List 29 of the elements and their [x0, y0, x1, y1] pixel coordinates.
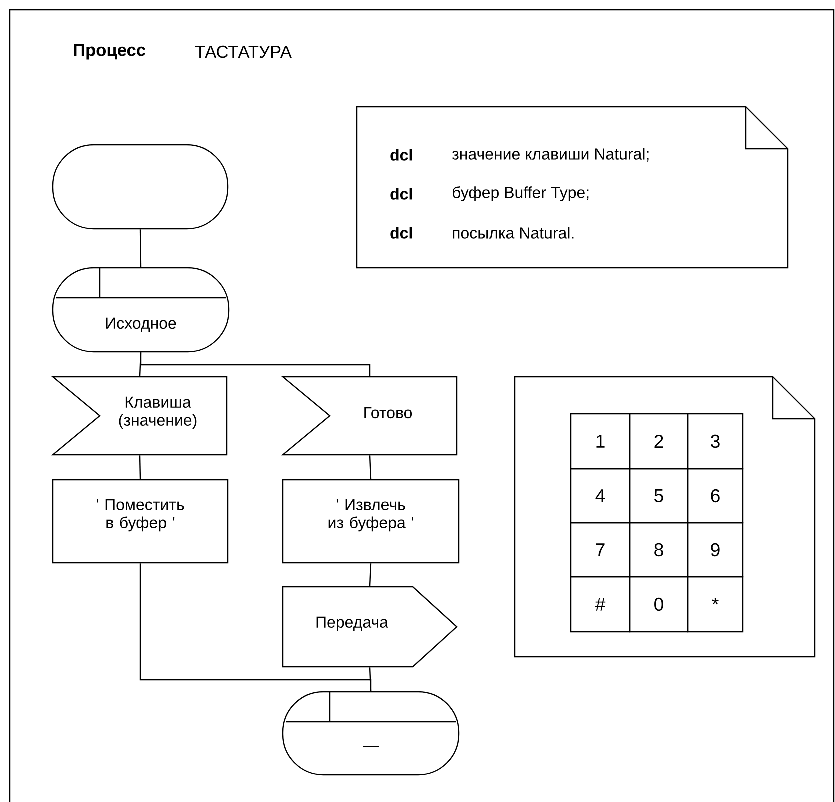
- keypad-key: *: [687, 576, 744, 633]
- keypad-key: 0: [629, 576, 689, 633]
- task-box: ' Поместить в буфер ': [52, 479, 229, 564]
- process-keyword: Процесс: [74, 44, 146, 60]
- connector-line: [369, 564, 372, 586]
- declaration-text: посылка Natural.: [453, 227, 574, 239]
- keypad-key: 5: [629, 468, 689, 524]
- dcl-keyword: dcl: [390, 188, 412, 200]
- keypad-key: 2: [629, 413, 689, 470]
- declaration-text: значение клавиши Natural;: [452, 148, 649, 162]
- keypad-key: 6: [687, 468, 744, 524]
- keypad-key: #: [570, 576, 631, 633]
- dcl-keyword: dcl: [390, 227, 412, 239]
- keypad-key: 4: [570, 468, 631, 524]
- start-symbol: [52, 144, 229, 230]
- task-box: ' Извлечь из буфера ': [282, 479, 460, 564]
- process-name: ТАСТАТУРА: [195, 46, 292, 58]
- connector-line: [140, 230, 142, 268]
- connector-line: [140, 352, 371, 376]
- keypad-key: 1: [570, 413, 631, 470]
- connector-line: [139, 456, 142, 480]
- keypad-key: 7: [570, 522, 631, 578]
- keypad-key: 8: [629, 522, 689, 578]
- connector-line: [369, 668, 372, 692]
- keypad-key: 3: [687, 413, 744, 470]
- dcl-keyword: dcl: [390, 149, 412, 161]
- connector-line: [369, 456, 372, 480]
- keypad-key: 9: [687, 522, 744, 578]
- declaration-text: буфер Buffer Type;: [453, 186, 589, 202]
